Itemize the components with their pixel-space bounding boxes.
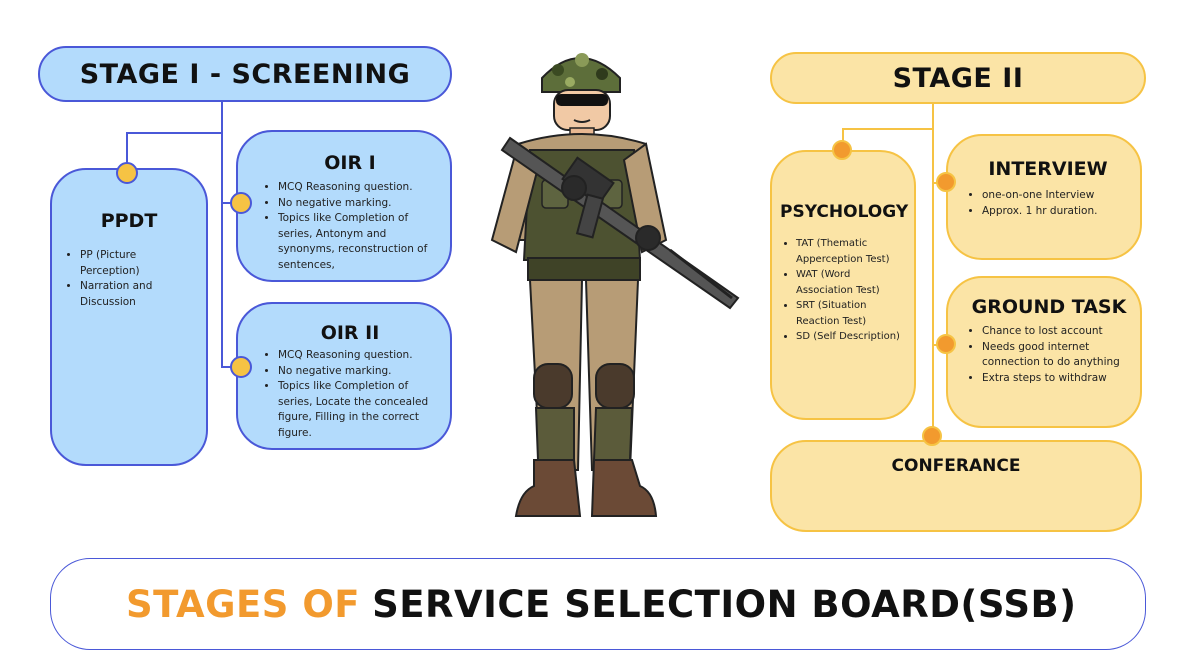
list-item: WAT (Word Association Test) xyxy=(796,267,906,298)
list-item: No negative marking. xyxy=(278,196,438,212)
list-item: SRT (Situation Reaction Test) xyxy=(796,298,906,329)
connector-dot xyxy=(230,192,252,214)
psychology-card: PSYCHOLOGY TAT (Thematic Apperception Te… xyxy=(770,150,916,420)
list-item: one-on-one Interview xyxy=(982,188,1130,204)
ppdt-list: PP (Picture Perception) Narration and Di… xyxy=(64,248,194,310)
stage2-header: STAGE II xyxy=(770,52,1146,104)
connector-dot xyxy=(936,334,956,354)
list-item: Topics like Completion of series, Antony… xyxy=(278,211,438,273)
list-item: Chance to lost account xyxy=(982,324,1132,340)
list-item: Needs good internet connection to do any… xyxy=(982,340,1132,371)
connector xyxy=(932,104,934,434)
connector-dot xyxy=(230,356,252,378)
psychology-title: PSYCHOLOGY xyxy=(780,202,906,222)
list-item: MCQ Reasoning question. xyxy=(278,180,438,196)
list-item: Narration and Discussion xyxy=(80,279,194,310)
connector-dot xyxy=(922,426,942,446)
oir1-title: OIR I xyxy=(262,152,438,174)
connector-dot xyxy=(116,162,138,184)
ppdt-card: PPDT PP (Picture Perception) Narration a… xyxy=(50,168,208,466)
interview-list: one-on-one Interview Approx. 1 hr durati… xyxy=(966,188,1130,219)
ppdt-title: PPDT xyxy=(64,210,194,232)
banner-accent: STAGES OF xyxy=(126,583,360,626)
stage1-title: STAGE I - SCREENING xyxy=(40,48,450,100)
ground-task-title: GROUND TASK xyxy=(966,296,1132,318)
list-item: Approx. 1 hr duration. xyxy=(982,204,1130,220)
banner-main: SERVICE SELECTION BOARD(SSB) xyxy=(372,583,1077,626)
oir2-list: MCQ Reasoning question. No negative mark… xyxy=(262,348,438,441)
list-item: TAT (Thematic Apperception Test) xyxy=(796,236,906,267)
title-banner: STAGES OF SERVICE SELECTION BOARD(SSB) xyxy=(50,558,1146,650)
connector xyxy=(126,132,223,134)
ground-task-list: Chance to lost account Needs good intern… xyxy=(966,324,1132,386)
conference-card: CONFERANCE xyxy=(770,440,1142,532)
oir2-card: OIR II MCQ Reasoning question. No negati… xyxy=(236,302,452,450)
list-item: SD (Self Description) xyxy=(796,329,906,345)
psychology-list: TAT (Thematic Apperception Test) WAT (Wo… xyxy=(780,236,906,345)
list-item: PP (Picture Perception) xyxy=(80,248,194,279)
connector xyxy=(842,128,934,130)
interview-title: INTERVIEW xyxy=(966,158,1130,180)
connector-dot xyxy=(832,140,852,160)
oir2-title: OIR II xyxy=(262,322,438,344)
oir1-list: MCQ Reasoning question. No negative mark… xyxy=(262,180,438,273)
list-item: Extra steps to withdraw xyxy=(982,371,1132,387)
stage2-title: STAGE II xyxy=(772,54,1144,102)
list-item: Topics like Completion of series, Locate… xyxy=(278,379,438,441)
conference-title: CONFERANCE xyxy=(772,456,1140,476)
list-item: MCQ Reasoning question. xyxy=(278,348,438,364)
stage1-header: STAGE I - SCREENING xyxy=(38,46,452,102)
ground-task-card: GROUND TASK Chance to lost account Needs… xyxy=(946,276,1142,428)
interview-card: INTERVIEW one-on-one Interview Approx. 1… xyxy=(946,134,1142,260)
list-item: No negative marking. xyxy=(278,364,438,380)
connector-dot xyxy=(936,172,956,192)
soldier-illustration xyxy=(470,40,760,525)
connector xyxy=(221,102,223,366)
oir1-card: OIR I MCQ Reasoning question. No negativ… xyxy=(236,130,452,282)
